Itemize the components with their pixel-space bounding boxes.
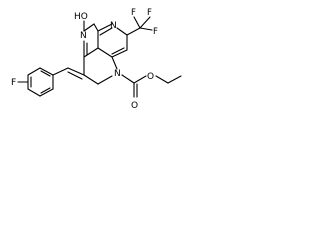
atom-label-ester-oxygen: O (147, 72, 154, 82)
bond (27, 67, 41, 76)
bond (121, 74, 135, 84)
atom-label-hydroxy: HO (74, 12, 88, 22)
bond (111, 47, 125, 55)
bond (97, 23, 113, 32)
atom-label-cf3-fluorine: F (131, 8, 136, 18)
molecule-drawing: F HO N N F F F N O O (11, 8, 182, 111)
bond (40, 70, 51, 77)
bond (39, 88, 54, 97)
atom-label-cf3-fluorine: F (153, 27, 158, 37)
atom-label-ring-nitrogen: N (114, 69, 121, 79)
atom-labels: F HO N N F F F N O O (11, 8, 158, 111)
bond (111, 49, 128, 58)
bond (111, 56, 118, 70)
bond (83, 74, 99, 85)
bond (83, 23, 95, 32)
bond (155, 75, 169, 84)
bond (52, 67, 69, 76)
bond (83, 47, 99, 58)
bond (39, 67, 54, 76)
atom-label-cf3-fluorine: F (147, 8, 152, 18)
bond (139, 16, 151, 29)
bond (67, 71, 83, 80)
bond (133, 75, 147, 84)
atom-label-pyrimidine-n1: N (80, 31, 87, 41)
atom-label-pyrimidine-n3: N (110, 21, 117, 31)
bonds (17, 16, 182, 98)
atom-label-aryl-fluorine: F (11, 78, 16, 88)
bond (139, 27, 153, 31)
bond (99, 27, 113, 36)
chemical-structure: F HO N N F F F N O O (0, 0, 193, 120)
bond (67, 67, 85, 76)
bond (116, 27, 128, 36)
bond (40, 87, 51, 94)
bond (167, 75, 182, 84)
bond (93, 23, 99, 32)
bond (97, 47, 113, 58)
bond (126, 27, 141, 36)
bond (27, 88, 41, 97)
bond (133, 16, 141, 29)
bond (97, 75, 113, 85)
atom-label-carbonyl-oxygen: O (131, 101, 138, 111)
